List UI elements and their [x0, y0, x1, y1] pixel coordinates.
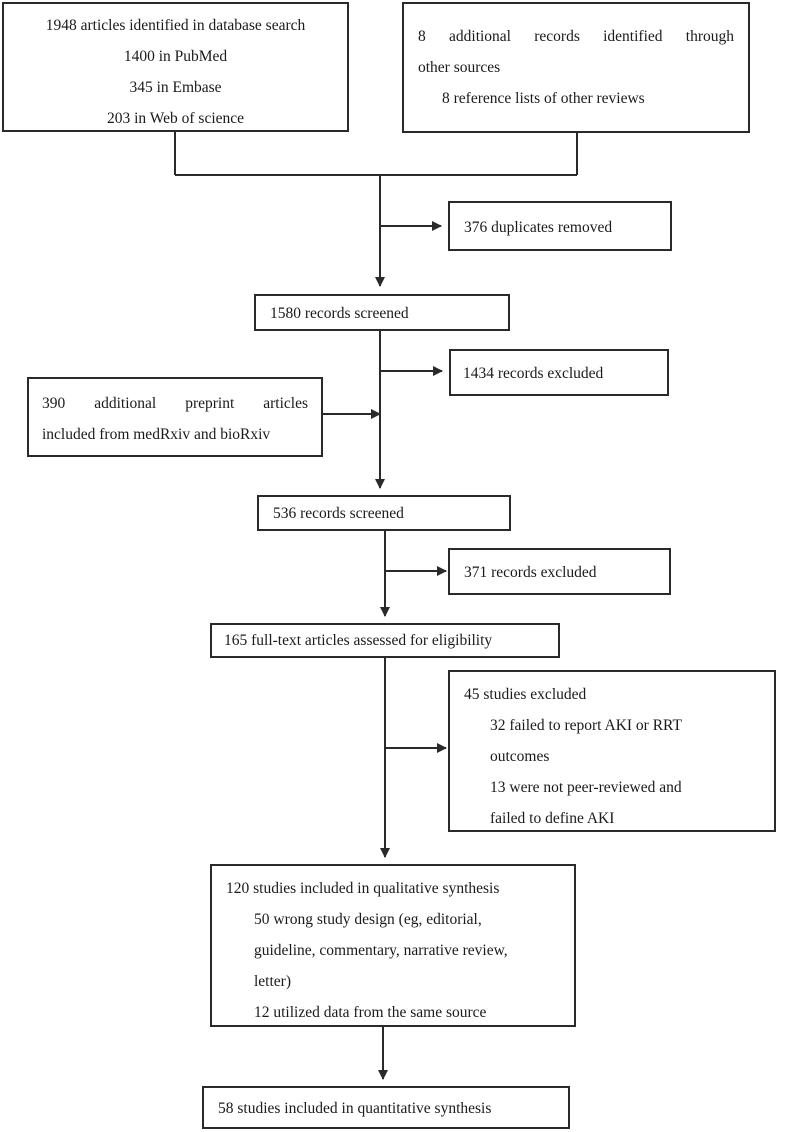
studies-excluded-reason-2-cont: failed to define AKI	[490, 810, 615, 827]
records-excluded-2-box: 371 records excluded	[448, 548, 671, 595]
studies-excluded-box: 45 studies excluded 32 failed to report …	[448, 670, 776, 832]
studies-excluded-total: 45 studies excluded	[464, 686, 587, 703]
qualitative-synthesis-note-1: 50 wrong study design (eg, editorial,	[254, 911, 482, 928]
preprint-articles-line-1: 390 additional preprint articles	[42, 395, 308, 412]
studies-excluded-reason-1-cont: outcomes	[490, 748, 550, 765]
quantitative-synthesis-box: 58 studies included in quantitative synt…	[202, 1086, 570, 1129]
database-search-pubmed: 1400 in PubMed	[123, 48, 228, 65]
other-sources-reference-lists: 8 reference lists of other reviews	[442, 90, 645, 107]
duplicates-removed-box: 376 duplicates removed	[448, 201, 672, 251]
full-text-assessed-box: 165 full-text articles assessed for elig…	[210, 623, 560, 658]
qualitative-synthesis-note-1-end: letter)	[254, 973, 292, 990]
records-screened-2-box: 536 records screened	[257, 495, 511, 531]
quantitative-synthesis-text: 58 studies included in quantitative synt…	[218, 1100, 492, 1117]
records-excluded-1-text: 1434 records excluded	[463, 365, 604, 382]
qualitative-synthesis-total: 120 studies included in qualitative synt…	[226, 880, 500, 897]
records-screened-1-text: 1580 records screened	[270, 305, 409, 322]
preprint-articles-box: 390 additional preprint articles include…	[27, 377, 323, 457]
full-text-assessed-text: 165 full-text articles assessed for elig…	[224, 632, 493, 649]
database-search-web-of-science: 203 in Web of science	[106, 110, 245, 127]
records-screened-2-text: 536 records screened	[273, 505, 404, 522]
qualitative-synthesis-note-2: 12 utilized data from the same source	[254, 1004, 487, 1021]
studies-excluded-reason-2: 13 were not peer-reviewed and	[490, 779, 682, 796]
other-sources-box: 8 additional records identified through …	[402, 2, 750, 133]
preprint-articles-line-2: included from medRxiv and bioRxiv	[42, 426, 271, 443]
database-search-box: 1948 articles identified in database sea…	[2, 2, 349, 132]
records-excluded-2-text: 371 records excluded	[464, 564, 597, 581]
records-screened-1-box: 1580 records screened	[254, 294, 510, 331]
qualitative-synthesis-note-1-cont: guideline, commentary, narrative review,	[254, 942, 508, 959]
qualitative-synthesis-box: 120 studies included in qualitative synt…	[210, 864, 576, 1027]
studies-excluded-reason-1: 32 failed to report AKI or RRT	[490, 717, 682, 734]
records-excluded-1-box: 1434 records excluded	[449, 349, 669, 396]
other-sources-heading-line-1: 8 additional records identified through	[418, 28, 734, 45]
duplicates-removed-text: 376 duplicates removed	[464, 219, 613, 236]
database-search-total: 1948 articles identified in database sea…	[45, 17, 306, 34]
other-sources-heading-line-2: other sources	[418, 59, 501, 76]
database-search-embase: 345 in Embase	[129, 79, 222, 96]
